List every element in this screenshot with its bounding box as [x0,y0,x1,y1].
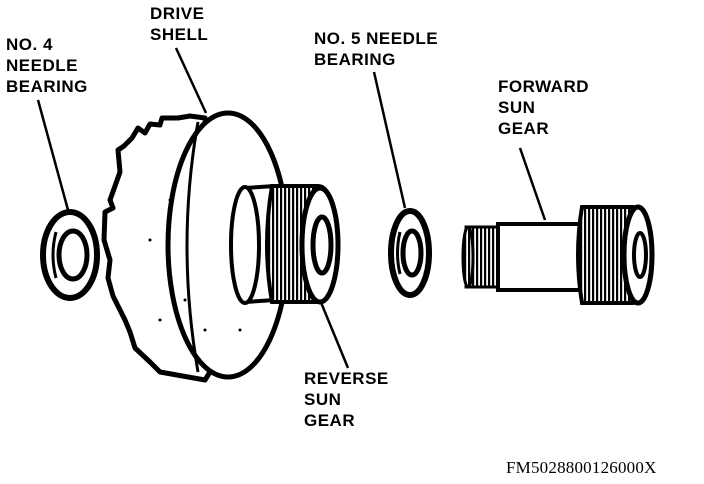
label-no5-needle-bearing: NO. 5 NEEDLE BEARING [314,29,439,69]
no5-needle-bearing-part [388,208,432,298]
leader-lines [36,47,547,369]
leader-no4 [36,99,70,211]
drive-shell-part [101,110,291,383]
reverse-sun-gear-part [265,184,341,305]
label-forward-sun-gear: FORWARD SUN GEAR [498,77,590,138]
leader-reverse-sun-gear [318,299,350,369]
figure-code: FM5028800126000X [506,458,657,477]
leader-drive-shell [174,47,208,114]
label-drive-shell: DRIVE SHELL [150,4,209,44]
label-reverse-sun-gear: REVERSE SUN GEAR [304,369,389,430]
no4-needle-bearing-part [40,209,100,301]
leader-forward-sun-gear [518,147,547,221]
leader-no5 [372,71,407,209]
label-no4-needle-bearing: NO. 4 NEEDLE BEARING [6,35,88,96]
forward-sun-gear-part [461,204,655,306]
